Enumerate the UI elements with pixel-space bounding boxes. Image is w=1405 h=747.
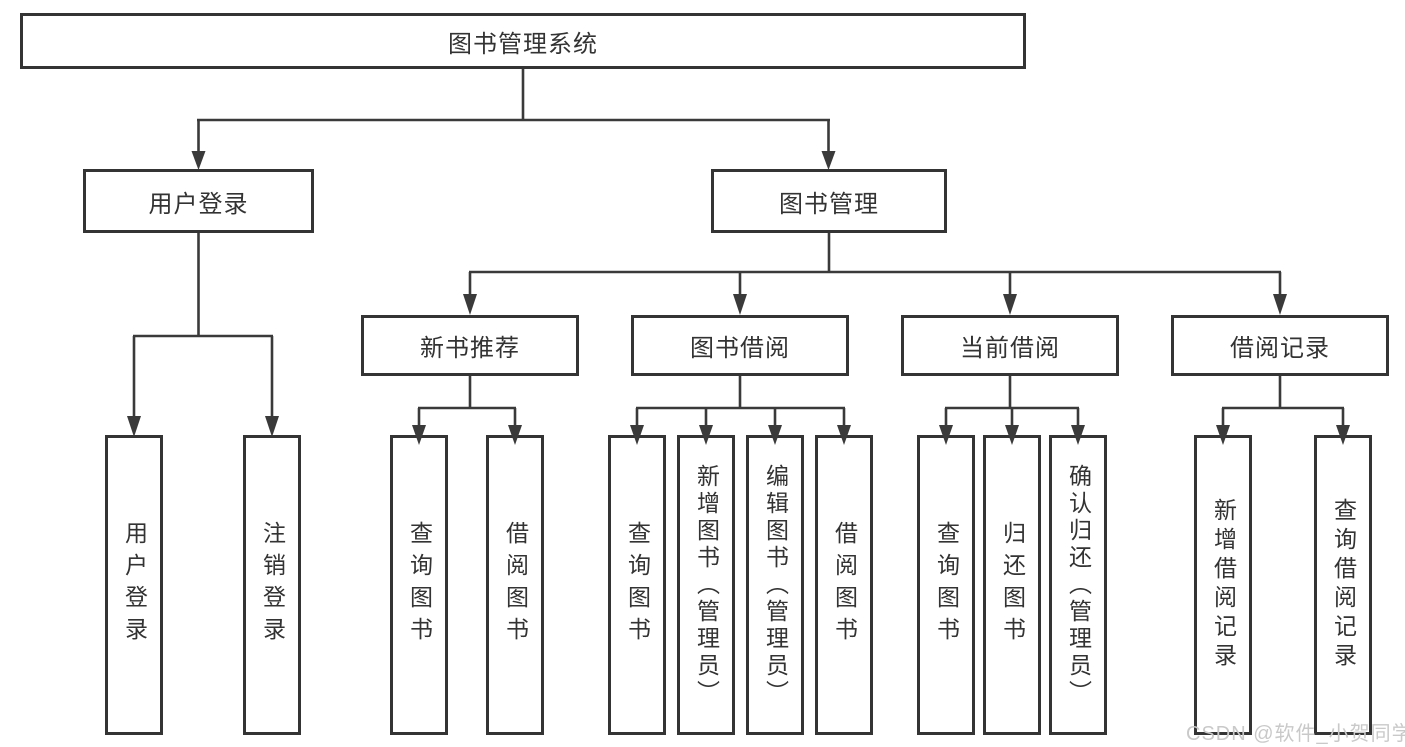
leaf-query-books-borrow-label: 查询图书 (624, 521, 651, 649)
leaf-add-book-admin: 新增图书（管理员） (677, 435, 735, 735)
leaf-query-books-recommend-label: 查询图书 (406, 521, 433, 649)
leaf-borrow-books-recommend-label: 借阅图书 (502, 521, 529, 649)
leaf-add-borrow-record-label: 新增借阅记录 (1210, 498, 1237, 672)
node-book-management: 图书管理 (711, 169, 947, 233)
node-borrow-records: 借阅记录 (1171, 315, 1389, 376)
leaf-return-books: 归还图书 (983, 435, 1041, 735)
leaf-query-books-current: 查询图书 (917, 435, 975, 735)
leaf-borrow-books-recommend: 借阅图书 (486, 435, 544, 735)
leaf-user-login: 用户登录 (105, 435, 163, 735)
node-borrow-records-label: 借阅记录 (1230, 335, 1330, 362)
leaf-query-books-recommend: 查询图书 (390, 435, 448, 735)
node-current-borrow-label: 当前借阅 (960, 335, 1060, 362)
leaf-add-book-admin-label: 新增图书（管理员） (693, 463, 720, 707)
node-book-borrow: 图书借阅 (631, 315, 849, 376)
connector-book-management-split (463, 233, 1287, 315)
leaf-add-borrow-record: 新增借阅记录 (1194, 435, 1252, 735)
leaf-edit-book-admin-label: 编辑图书（管理员） (762, 463, 789, 707)
leaf-edit-book-admin: 编辑图书（管理员） (746, 435, 804, 735)
node-book-management-label: 图书管理 (779, 190, 879, 218)
leaf-logout: 注销登录 (243, 435, 301, 735)
node-user-login: 用户登录 (83, 169, 314, 233)
leaf-query-borrow-record-label: 查询借阅记录 (1330, 498, 1357, 672)
leaf-borrow-books-label: 借阅图书 (831, 521, 858, 649)
node-user-login-label: 用户登录 (148, 190, 249, 218)
node-new-book-recommend-label: 新书推荐 (420, 335, 520, 362)
leaf-user-login-label: 用户登录 (121, 521, 148, 649)
leaf-query-books-current-label: 查询图书 (933, 521, 960, 649)
connector-root-split (191, 69, 836, 170)
leaf-query-borrow-record: 查询借阅记录 (1314, 435, 1372, 735)
leaf-logout-label: 注销登录 (259, 521, 286, 649)
leaf-query-books-borrow: 查询图书 (608, 435, 666, 735)
connector-user-login-split (127, 233, 279, 437)
node-current-borrow: 当前借阅 (901, 315, 1119, 376)
node-library-system-label: 图书管理系统 (448, 30, 598, 58)
leaf-borrow-books: 借阅图书 (815, 435, 873, 735)
node-new-book-recommend: 新书推荐 (361, 315, 579, 376)
node-library-system: 图书管理系统 (20, 13, 1026, 69)
leaf-confirm-return-admin: 确认归还（管理员） (1049, 435, 1107, 735)
leaf-confirm-return-admin-label: 确认归还（管理员） (1065, 463, 1092, 707)
leaf-return-books-label: 归还图书 (999, 521, 1026, 649)
csdn-watermark: CSDN @软件_小贺同学 (1186, 723, 1405, 745)
node-book-borrow-label: 图书借阅 (690, 335, 790, 362)
